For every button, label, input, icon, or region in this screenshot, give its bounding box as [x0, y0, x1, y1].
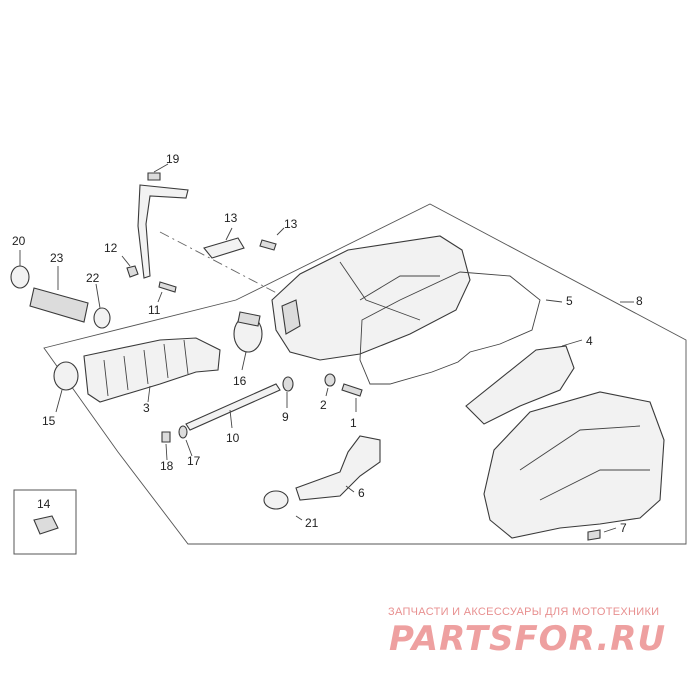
part-20-clamp — [10, 265, 30, 289]
part-8-airbox-housing — [271, 235, 471, 361]
part-23-hose — [29, 287, 89, 323]
part-11-bolt — [157, 281, 177, 303]
part-22-clamp — [93, 307, 111, 329]
callout-16: 16 — [233, 374, 247, 388]
part-7-screw — [587, 529, 601, 541]
callout-9: 9 — [282, 410, 289, 424]
callout-13a: 12 — [104, 241, 118, 255]
callout-21: 21 — [305, 516, 319, 530]
part-14-box — [13, 489, 77, 555]
callout-22: 22 — [86, 271, 100, 285]
part-2-grommet — [324, 373, 336, 387]
callout-3: 3 — [143, 401, 150, 415]
callout-18: 18 — [160, 459, 174, 473]
part-4-filter-element — [465, 345, 575, 425]
part-14-clip — [33, 515, 59, 535]
part-10-rod — [185, 383, 281, 431]
part-17-grommet — [178, 425, 188, 439]
watermark-logo-text: PARTSFOR.RU — [389, 619, 666, 659]
callout-8: 8 — [636, 294, 643, 308]
callout-4: 4 — [586, 334, 593, 348]
part-13-nut — [126, 265, 139, 278]
callout-1: 1 — [350, 416, 357, 430]
part-6-elbow-duct — [295, 435, 381, 501]
callout-14: 14 — [37, 497, 51, 511]
callout-10: 10 — [226, 431, 240, 445]
part-9-grommet — [282, 376, 294, 392]
callout-5: 5 — [566, 294, 573, 308]
callout-2: 2 — [320, 398, 327, 412]
watermark-tagline: ЗАПЧАСТИ И АКСЕССУАРЫ ДЛЯ МОТОТЕХНИКИ — [388, 606, 660, 618]
part-18-screw — [161, 431, 171, 443]
part-airbox-cover — [483, 391, 665, 539]
part-19-bracket — [137, 163, 189, 279]
part-3-intake-duct — [83, 337, 221, 403]
callout-23: 23 — [50, 251, 64, 265]
assembly-frame — [43, 203, 687, 545]
assembly-guide-line — [159, 231, 291, 301]
callout-6: 6 — [358, 486, 365, 500]
watermark-logo: PARTSFOR.RU — [389, 619, 666, 659]
callout-12: 13 — [284, 217, 298, 231]
callout-19: 19 — [166, 152, 180, 166]
part-1-screw — [341, 383, 363, 397]
part-12-screw — [259, 239, 277, 251]
callout-7: 7 — [620, 521, 627, 535]
part-5-gasket — [359, 271, 541, 385]
callout-11: 11 — [148, 303, 161, 317]
callout-15: 15 — [42, 414, 56, 428]
callout-17: 17 — [187, 454, 201, 468]
part-15-clamp — [53, 361, 79, 391]
part-13-plate — [203, 237, 245, 259]
part-21-clamp — [263, 490, 289, 510]
callout-13b: 13 — [224, 211, 238, 225]
callout-20: 20 — [12, 234, 26, 248]
